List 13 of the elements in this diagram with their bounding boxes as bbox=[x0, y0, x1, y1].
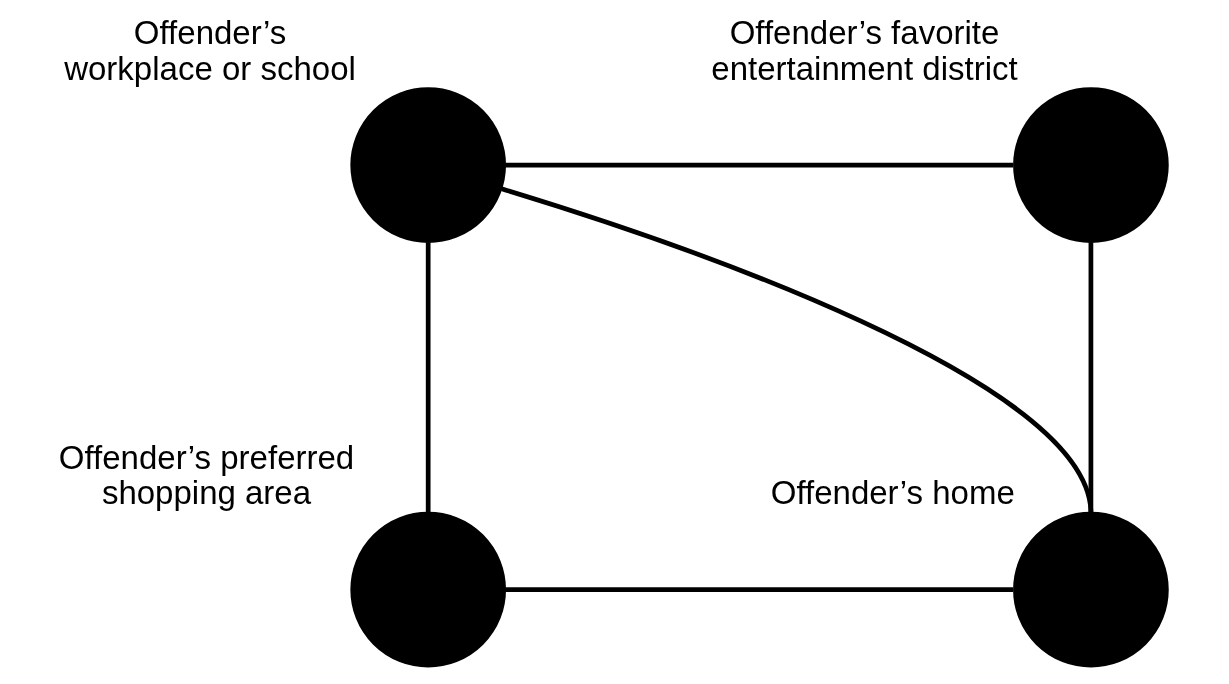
connector bbox=[1088, 242, 1094, 513]
node-label: Offender’s workplace or school bbox=[64, 14, 356, 87]
node-circle bbox=[350, 511, 506, 668]
node-label: Offender’s preferred shopping area bbox=[58, 438, 355, 512]
node-label: Offender’s favorite entertainment district bbox=[711, 14, 1018, 87]
node-circle bbox=[350, 87, 506, 243]
connector bbox=[500, 186, 1094, 514]
connector bbox=[425, 242, 431, 513]
node-circle bbox=[1013, 87, 1169, 243]
connector bbox=[505, 587, 1014, 592]
node-circle bbox=[1013, 511, 1169, 668]
connector bbox=[505, 162, 1014, 168]
node-label: Offender’s home bbox=[770, 474, 1015, 512]
